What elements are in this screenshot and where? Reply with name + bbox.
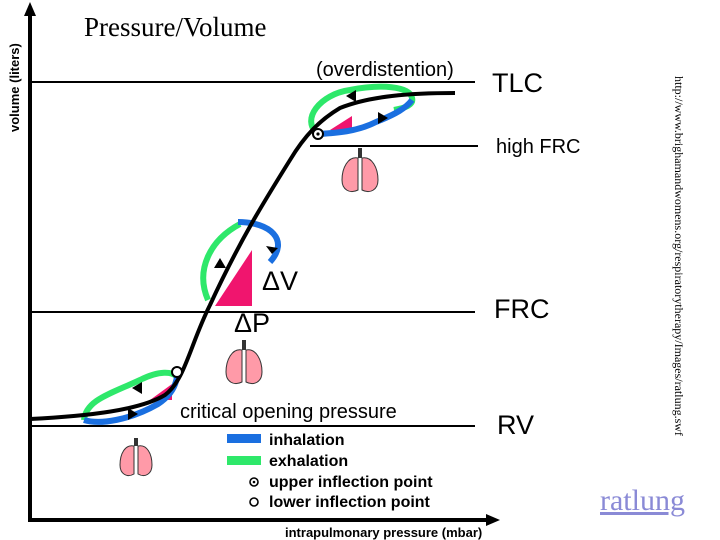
delta-v-label: ΔV [262,266,298,296]
lung-icon-lower [119,438,153,477]
delta-triangle-upper [330,116,352,130]
legend: inhalation exhalation upper inflection p… [227,432,433,511]
middle-exhalation-loop [200,221,242,302]
high-frc-label: high FRC [496,136,580,158]
x-axis-arrow-icon [486,514,500,526]
delta-triangle-main [215,250,252,306]
lung-icon-middle [225,340,263,385]
critical-opening-label: critical opening pressure [180,401,397,423]
rv-label: RV [497,410,534,440]
arrow-middle-inh-icon [266,246,278,254]
arrow-lower-exh-icon [132,382,142,394]
legend-upper-inflection-dot [252,480,256,484]
legend-swatch-inhalation [227,434,261,443]
upper-inhalation-loop [317,98,415,137]
arrow-upper-inh-icon [378,112,388,124]
lung-icon-upper [341,148,379,193]
middle-inhalation-loop [237,219,281,265]
pressure-volume-curve [29,91,456,421]
upper-inflection-dot [316,132,320,136]
legend-lower-inflection-icon [249,497,259,507]
lower-exhalation-loop [81,369,179,421]
tlc-label: TLC [492,68,543,98]
delta-p-label: ΔP [234,308,270,338]
arrow-lower-inh-icon [128,408,138,420]
arrow-upper-exh-icon [346,90,356,102]
legend-label-upper-inflection: upper inflection point [269,474,433,491]
slide-title: Pressure/Volume [84,12,267,42]
legend-label-lower-inflection: lower inflection point [269,494,431,511]
arrow-middle-exh-icon [214,258,226,268]
x-axis-label: intrapulmonary pressure (mbar) [285,525,482,540]
y-axis-arrow-icon [24,2,36,16]
overdistention-label: (overdistention) [316,59,454,81]
legend-label-exhalation: exhalation [269,453,348,470]
ratlung-link[interactable]: ratlung [600,484,685,517]
legend-label-inhalation: inhalation [269,432,345,449]
lower-inflection-point [171,366,183,378]
frc-label: FRC [494,294,550,324]
legend-swatch-exhalation [227,456,261,465]
source-url[interactable]: http://www.brighamandwomens.org/respirat… [672,76,686,436]
y-axis-label: volume (liters) [7,43,22,132]
